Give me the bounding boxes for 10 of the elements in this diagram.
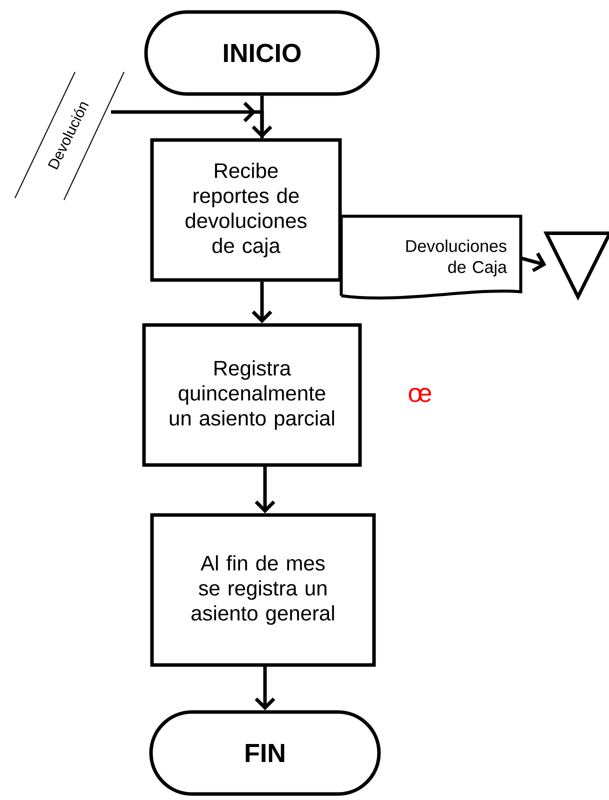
arrow [252, 282, 272, 324]
arrow [252, 96, 272, 138]
symbol-text: œ [408, 388, 432, 402]
process-box: Recibe reportes de devoluciones de caja [150, 138, 342, 282]
arrow [520, 252, 546, 272]
document-shape: Devoluciones de Caja [340, 214, 522, 300]
process-box: Registra quincenalmente un asiento parcial [142, 323, 362, 467]
process-box: Al fin de mes se registra un asiento general [150, 513, 376, 667]
arrow [254, 666, 276, 710]
arrow [254, 466, 276, 514]
